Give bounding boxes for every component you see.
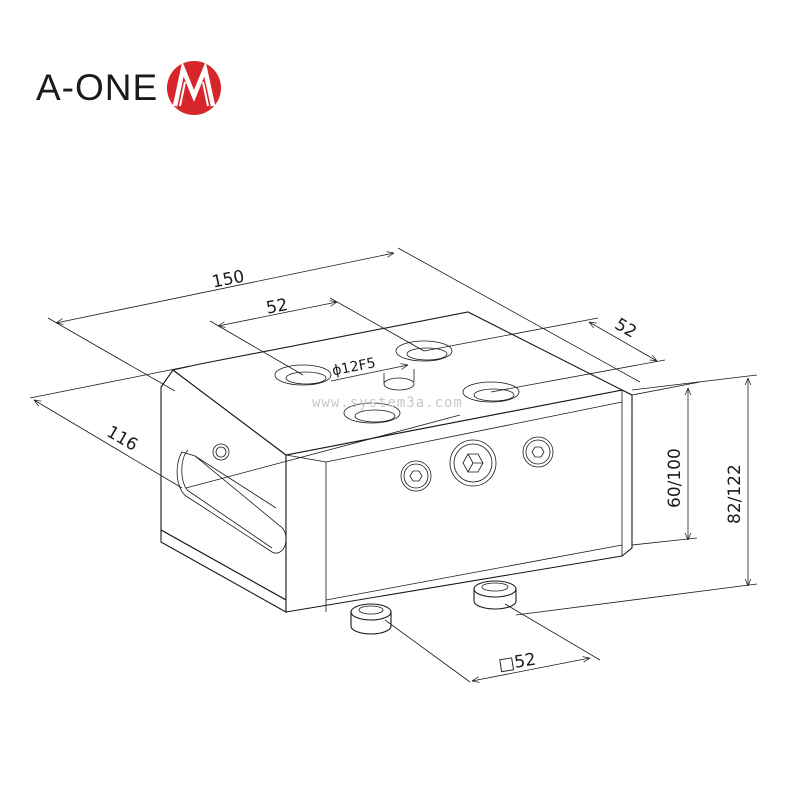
dim-spigot-square: □52: [497, 650, 537, 676]
dim-overall-length: 150: [210, 267, 246, 293]
dimension-lines: [29, 247, 758, 682]
brand-name: A-ONE: [36, 67, 159, 108]
block-body: [160, 311, 633, 613]
dim-body-height: 60∕100: [665, 448, 685, 508]
dim-width: 116: [103, 422, 141, 456]
spigot-right: [473, 580, 517, 610]
watermark-text: www.system3a.com: [312, 395, 463, 411]
brand-logo: A-ONE: [36, 61, 222, 115]
spigot-left: [350, 603, 392, 635]
brand-m-icon: [167, 61, 222, 115]
dim-hole-spacing-y: 52: [611, 314, 640, 342]
top-holes: [274, 340, 520, 424]
dim-hole-spacing-x: 52: [264, 295, 289, 319]
dim-total-height: 82∕122: [725, 464, 745, 524]
front-screws: [400, 436, 554, 492]
side-slot: [176, 443, 287, 554]
